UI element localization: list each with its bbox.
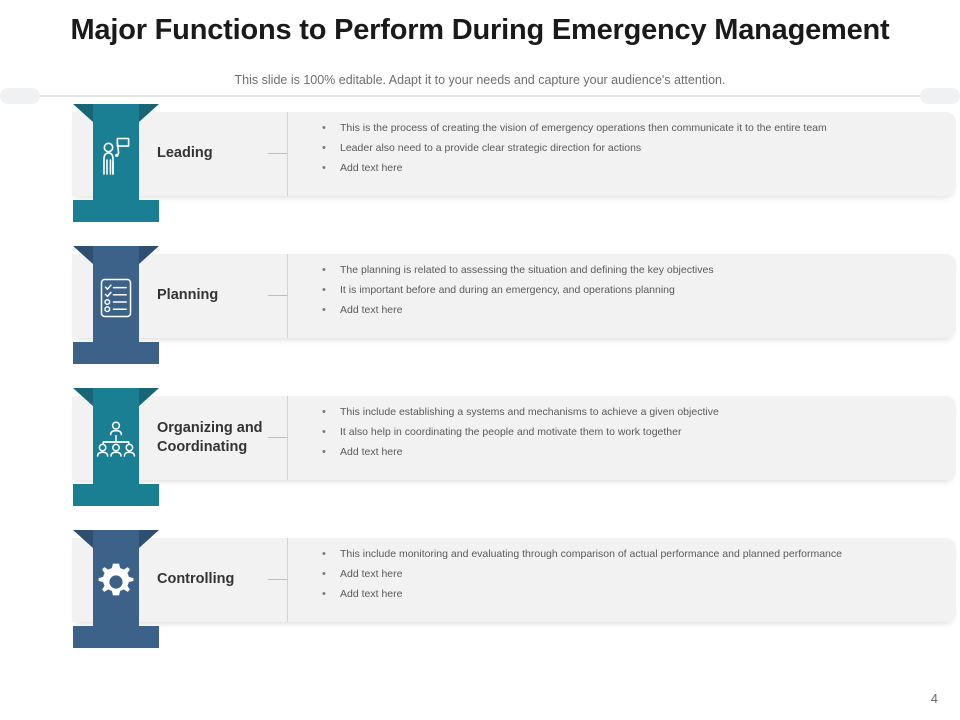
page-number: 4 — [930, 691, 938, 706]
bullet-text: Add text here — [340, 304, 403, 316]
row-card — [72, 112, 956, 196]
row-separator-line — [287, 396, 288, 480]
bullet-dot: • — [322, 264, 326, 276]
bullet-text: It is important before and during an eme… — [340, 284, 675, 296]
bullet-dot: • — [322, 122, 326, 134]
function-bullets: • The planning is related to assessing t… — [318, 260, 948, 320]
function-row[interactable]: Planning • The planning is related to as… — [0, 246, 960, 388]
org-chart-people-icon — [93, 404, 139, 476]
row-separator-line — [287, 112, 288, 196]
slide-subtitle: This slide is 100% editable. Adapt it to… — [234, 73, 726, 87]
bullet-dot: • — [322, 568, 326, 580]
bullet-text: Add text here — [340, 588, 403, 600]
bullet-text: This include establishing a systems and … — [340, 406, 719, 418]
bullet-dot: • — [322, 446, 326, 458]
bullet-item: • It also help in coordinating the peopl… — [318, 422, 948, 442]
bullet-item: • Add text here — [318, 158, 948, 178]
bullet-dot: • — [322, 304, 326, 316]
bullet-dot: • — [322, 548, 326, 560]
function-row[interactable]: Leading • This is the process of creatin… — [0, 104, 960, 246]
bullet-item: • Add text here — [318, 442, 948, 462]
row-card — [72, 396, 956, 480]
checklist-clipboard-icon — [93, 262, 139, 334]
bullet-dot: • — [322, 284, 326, 296]
divider-cap-left — [0, 88, 40, 104]
divider-cap-right — [920, 88, 960, 104]
bullet-text: Add text here — [340, 568, 403, 580]
row-separator-line — [287, 538, 288, 622]
bullet-item: • It is important before and during an e… — [318, 280, 948, 300]
banner-base — [73, 626, 159, 648]
row-card — [72, 538, 956, 622]
bullet-text: Add text here — [340, 446, 403, 458]
bullet-text: This is the process of creating the visi… — [340, 122, 827, 134]
bullet-dot: • — [322, 406, 326, 418]
bullet-dot: • — [322, 426, 326, 438]
bullet-dot: • — [322, 162, 326, 174]
page-title: Major Functions to Perform During Emerge… — [70, 14, 890, 46]
bullet-text: The planning is related to assessing the… — [340, 264, 714, 276]
banner-base — [73, 200, 159, 222]
function-row[interactable]: Controlling • This include monitoring an… — [0, 530, 960, 672]
bullet-text: It also help in coordinating the people … — [340, 426, 682, 438]
bullet-item: • This is the process of creating the vi… — [318, 118, 948, 138]
bullet-item: • Leader also need to a provide clear st… — [318, 138, 948, 158]
leader-flag-icon — [93, 120, 139, 192]
row-connector-dash — [268, 579, 287, 580]
function-label: Planning — [157, 287, 219, 304]
banner-column — [93, 246, 139, 346]
bullet-item: • This include monitoring and evaluating… — [318, 544, 948, 564]
function-label: Organizing and Coordinating — [157, 419, 263, 455]
bullet-item: • Add text here — [318, 584, 948, 604]
header-divider — [40, 95, 920, 97]
function-bullets: • This is the process of creating the vi… — [318, 118, 948, 178]
function-bullets: • This include monitoring and evaluating… — [318, 544, 948, 604]
bullet-text: Add text here — [340, 162, 403, 174]
row-card — [72, 254, 956, 338]
bullet-item: • Add text here — [318, 564, 948, 584]
row-connector-dash — [268, 153, 287, 154]
banner-base — [73, 484, 159, 506]
function-row[interactable]: Organizing and Coordinating • This inclu… — [0, 388, 960, 530]
bullet-item: • This include establishing a systems an… — [318, 402, 948, 422]
row-connector-dash — [268, 437, 287, 438]
gear-icon — [93, 546, 139, 618]
row-separator-line — [287, 254, 288, 338]
function-label: Controlling — [157, 571, 235, 588]
function-bullets: • This include establishing a systems an… — [318, 402, 948, 462]
banner-base — [73, 342, 159, 364]
bullet-dot: • — [322, 588, 326, 600]
function-label: Leading — [157, 145, 213, 162]
bullet-text: Leader also need to a provide clear stra… — [340, 142, 642, 154]
row-connector-dash — [268, 295, 287, 296]
bullet-item: • Add text here — [318, 300, 948, 320]
bullet-text: This include monitoring and evaluating t… — [340, 548, 842, 560]
bullet-dot: • — [322, 142, 326, 154]
bullet-item: • The planning is related to assessing t… — [318, 260, 948, 280]
